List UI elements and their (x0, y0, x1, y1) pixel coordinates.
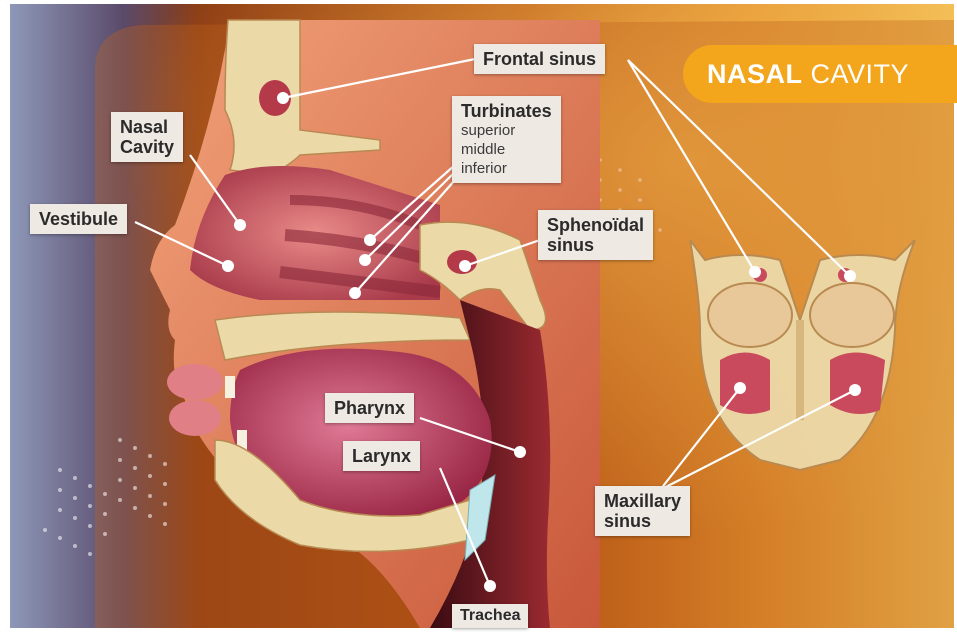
label-trachea: Trachea (452, 604, 528, 628)
label-pharynx-text: Pharynx (334, 398, 405, 418)
title-light: CAVITY (811, 59, 910, 89)
label-turbinates-middle: middle (461, 140, 552, 159)
label-maxillary-line1: Maxillary (604, 491, 681, 511)
label-larynx-text: Larynx (352, 446, 411, 466)
label-pharynx: Pharynx (325, 393, 414, 423)
label-turbinates: Turbinates superior middle inferior (452, 96, 561, 183)
label-maxillary-line2: sinus (604, 511, 681, 531)
label-vestibule-text: Vestibule (39, 209, 118, 229)
label-nasal-cavity: Nasal Cavity (111, 112, 183, 162)
label-sphenoidal-line1: Sphenoïdal (547, 215, 644, 235)
title-bold: NASAL (707, 59, 803, 89)
label-maxillary-sinus: Maxillary sinus (595, 486, 690, 536)
label-turbinates-superior: superior (461, 121, 552, 140)
label-turbinates-heading: Turbinates (461, 101, 552, 121)
label-frontal-sinus-text: Frontal sinus (483, 49, 596, 69)
label-trachea-text: Trachea (460, 607, 520, 624)
label-frontal-sinus: Frontal sinus (474, 44, 605, 74)
label-sphenoidal-line2: sinus (547, 235, 644, 255)
label-nasal-cavity-line2: Cavity (120, 137, 174, 157)
label-turbinates-inferior: inferior (461, 159, 552, 178)
label-sphenoidal-sinus: Sphenoïdal sinus (538, 210, 653, 260)
label-nasal-cavity-line1: Nasal (120, 117, 174, 137)
label-larynx: Larynx (343, 441, 420, 471)
label-vestibule: Vestibule (30, 204, 127, 234)
title-banner: NASAL CAVITY (683, 45, 957, 103)
